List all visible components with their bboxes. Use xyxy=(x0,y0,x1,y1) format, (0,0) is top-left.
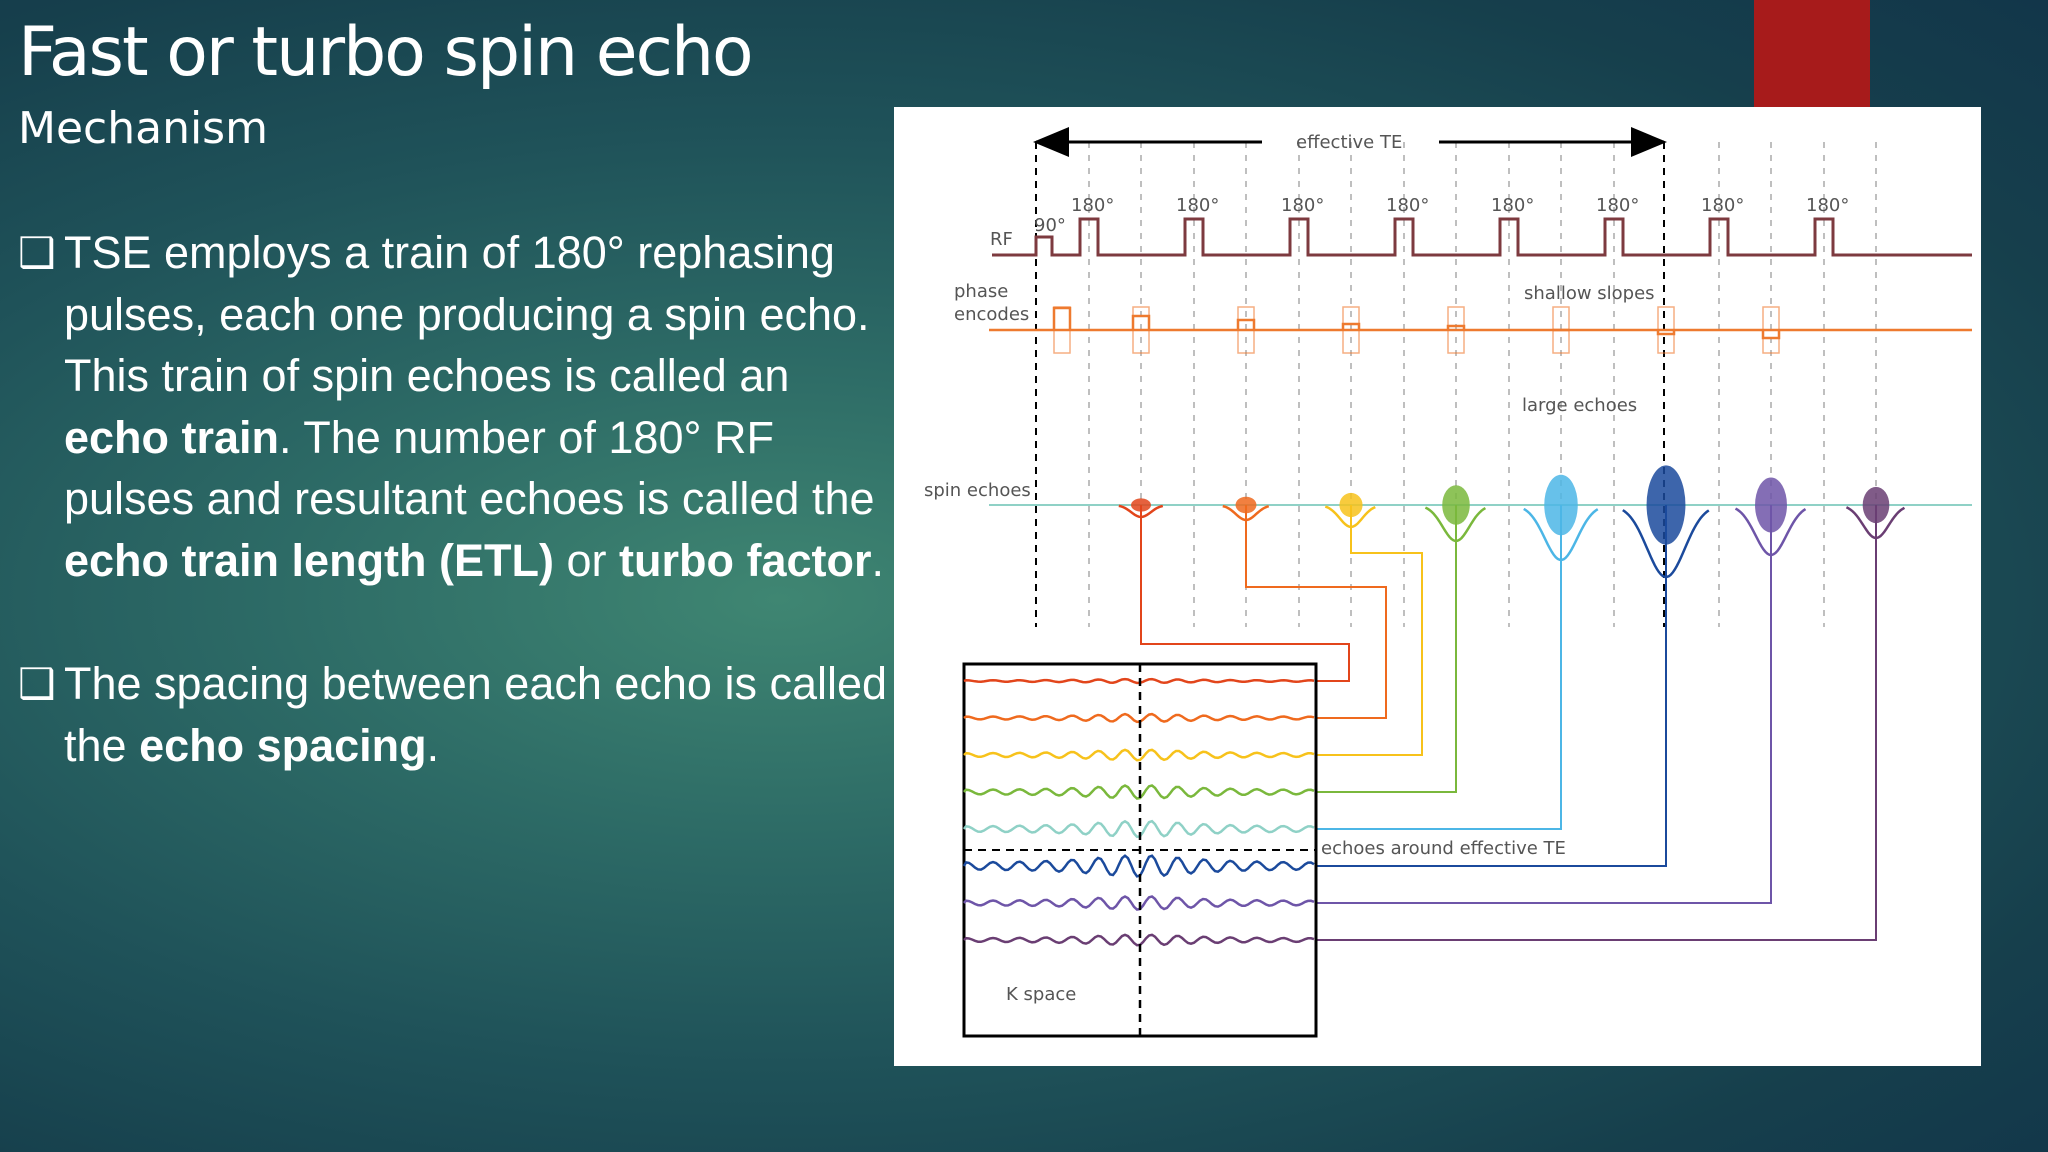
bullet-text: . The number of 180° RF pulses and resul… xyxy=(64,411,875,525)
tse-diagram-svg: effective TE RF 90° 180°180°180°180°180°… xyxy=(924,127,1972,1038)
checkbox-bullet-icon: ❑ xyxy=(18,228,56,277)
accent-block xyxy=(1754,0,1870,108)
pulse-180-label: 180° xyxy=(1806,195,1849,216)
echo-connector xyxy=(1140,505,1350,682)
bullet-text: . xyxy=(871,534,885,586)
bullet-bold-term: echo train length (ETL) xyxy=(64,534,554,586)
bullet-text: The spacing between each echo is called … xyxy=(64,658,888,771)
echo-connector xyxy=(1316,505,1423,756)
kspace-line xyxy=(963,748,1315,762)
echo-connector xyxy=(1316,505,1457,793)
rf-pulse-train xyxy=(992,217,1972,257)
slide-title: Fast or turbo spin echo xyxy=(18,13,754,92)
kspace-label: K space xyxy=(1006,984,1076,1005)
kspace-line xyxy=(962,819,1315,839)
pulse-180-label: 180° xyxy=(1386,195,1429,216)
phase-encode-lobe xyxy=(1236,318,1256,330)
rf-label: RF xyxy=(990,229,1013,250)
bullet-item: ❑ The spacing between each echo is calle… xyxy=(18,653,888,776)
kspace-lines xyxy=(962,677,1315,947)
echo-connector xyxy=(1316,505,1772,904)
bullet-list: ❑ TSE employs a train of 180° rephasing … xyxy=(18,222,888,838)
kspace-line xyxy=(963,677,1315,685)
bullet-item: ❑ TSE employs a train of 180° rephasing … xyxy=(18,222,888,591)
large-echoes-label: large echoes xyxy=(1522,395,1637,416)
echo-to-kspace-connectors xyxy=(1140,505,1877,941)
bullet-bold-term: echo spacing xyxy=(139,719,427,771)
effective-te-arrow: effective TE xyxy=(1033,127,1667,157)
bullet-bold-term: turbo factor xyxy=(619,534,872,586)
pulse-180-label: 180° xyxy=(1596,195,1639,216)
pulse-180-labels: 180° 180° 180° 180° 180° 180° 180° 180° xyxy=(1071,195,1849,216)
phase-encode-gradients xyxy=(989,306,1972,354)
pulse-180-label: 180° xyxy=(1281,195,1324,216)
bullet-text: or xyxy=(554,534,620,586)
phase-encodes-label-line2: encodes xyxy=(954,304,1029,325)
phase-encode-lobe xyxy=(1341,322,1361,330)
pulse-180-label: 180° xyxy=(1491,195,1534,216)
slide-subtitle: Mechanism xyxy=(18,103,268,154)
tse-diagram: effective TE RF 90° 180°180°180°180°180°… xyxy=(894,107,1981,1066)
bullet-text: TSE employs a train of 180° rephasing pu… xyxy=(64,227,870,401)
kspace-line xyxy=(963,712,1315,724)
echo-connector xyxy=(1316,505,1877,941)
phase-encodes-label-line1: phase xyxy=(954,281,1008,302)
phase-encode-lobe xyxy=(1052,306,1072,330)
pulse-180-label: 180° xyxy=(1701,195,1744,216)
phase-encode-lobe xyxy=(1131,314,1151,330)
pulse-180-label: 180° xyxy=(1071,195,1114,216)
pulse-180-label: 180° xyxy=(1176,195,1219,216)
kspace-line xyxy=(963,895,1315,911)
spin-echoes xyxy=(1118,465,1906,579)
echo-connector xyxy=(1245,505,1387,719)
pulse-90-label: 90° xyxy=(1034,215,1066,236)
kspace-line xyxy=(962,854,1315,878)
kspace-line xyxy=(963,784,1315,800)
bullet-text: . xyxy=(426,719,440,771)
phase-encode-lobe xyxy=(1761,330,1781,340)
phase-encode-lobe xyxy=(1446,324,1466,330)
echo-connector xyxy=(1316,505,1667,867)
shallow-slopes-label: shallow slopes xyxy=(1524,283,1655,304)
echoes-around-effective-te-label: echoes around effective TE xyxy=(1321,838,1566,859)
kspace-line xyxy=(963,933,1315,947)
echo-connector xyxy=(1316,505,1562,830)
bullet-bold-term: echo train xyxy=(64,411,280,463)
effective-te-label: effective TE xyxy=(1296,132,1402,153)
checkbox-bullet-icon: ❑ xyxy=(18,659,56,708)
phase-encode-lobe xyxy=(1656,330,1676,336)
spin-echoes-label: spin echoes xyxy=(924,480,1031,501)
